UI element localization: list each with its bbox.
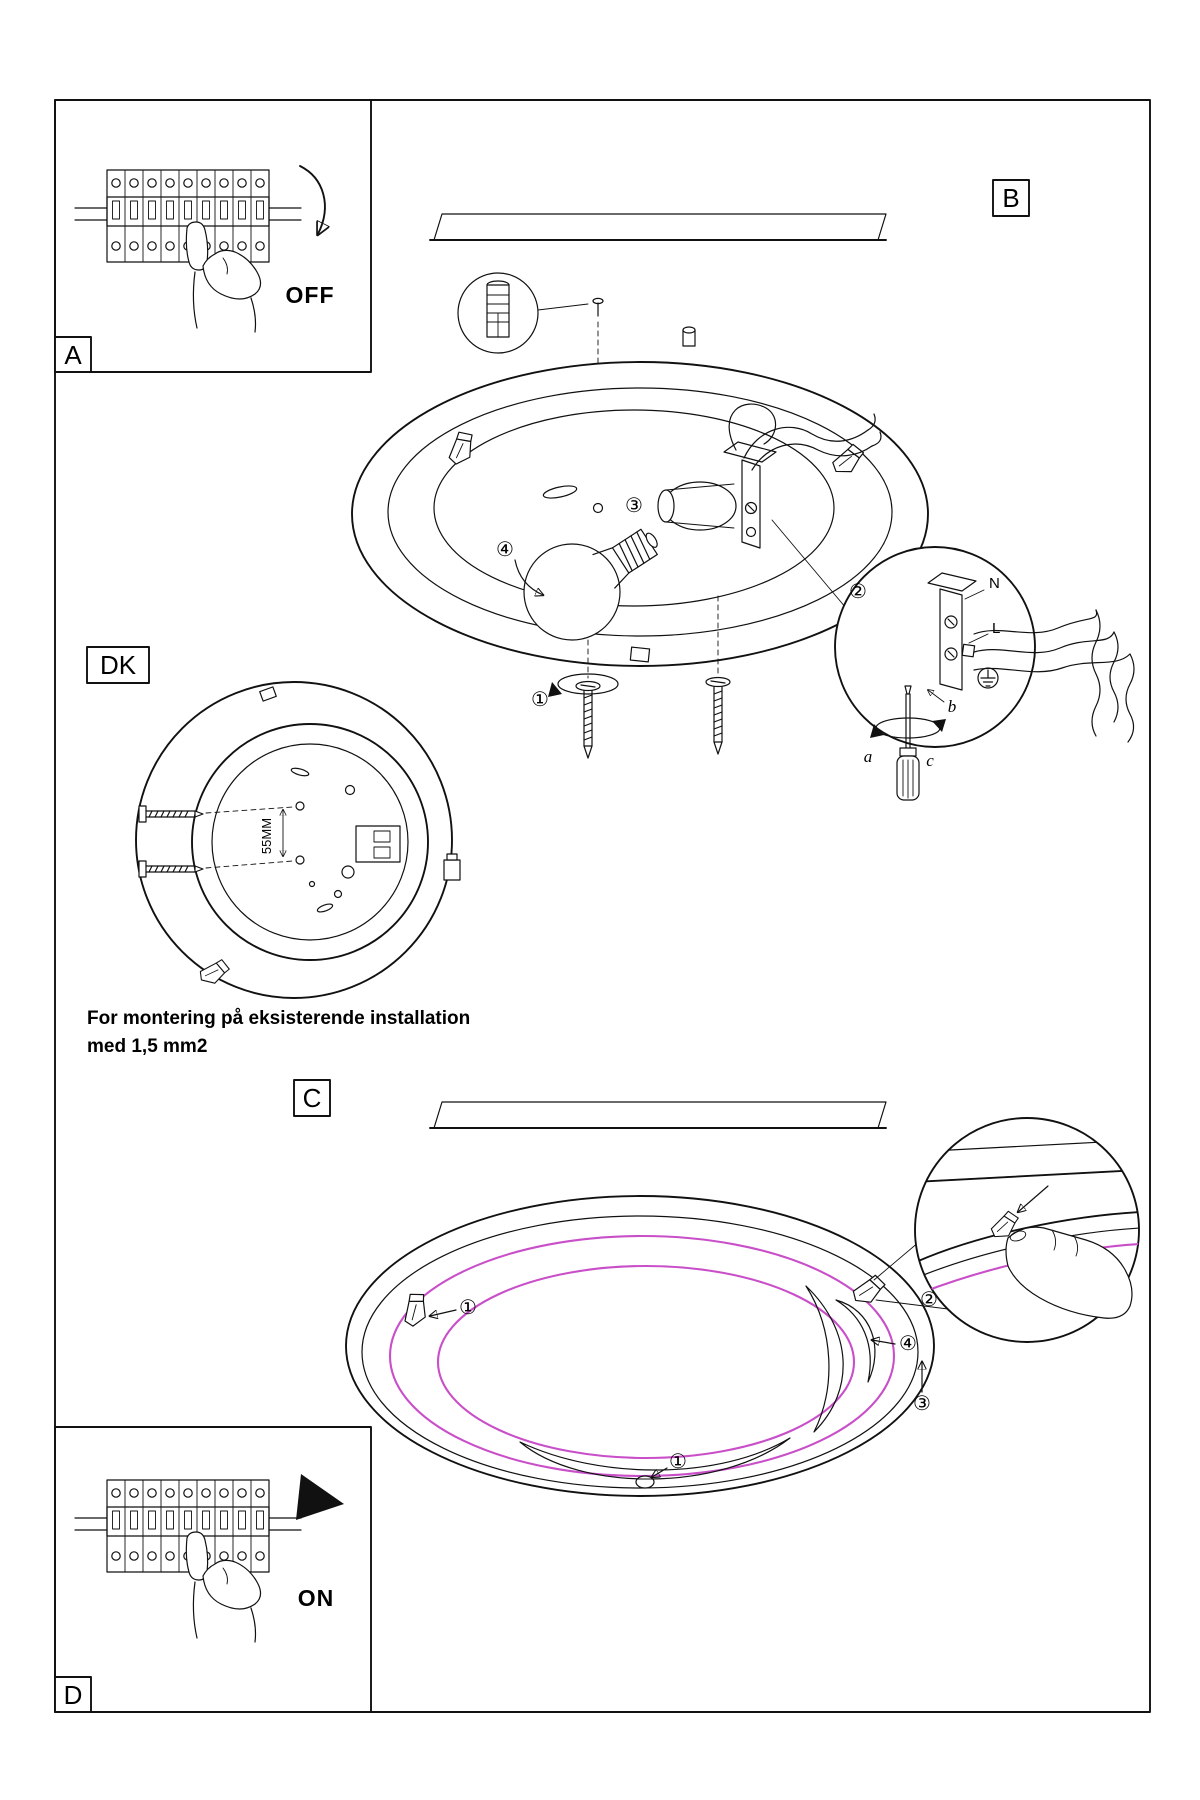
clip-arrow-bottom [652,1467,668,1477]
stud-screw [682,326,696,347]
lamp-holder [657,441,777,549]
fixing-screws [548,595,731,759]
plate-tab-bottom [629,646,651,663]
step-4-c: ④ [899,1333,917,1355]
step-2-c: ② [920,1289,938,1311]
panel-c-label: C [303,1083,322,1113]
rotate-off-arrow-icon [299,165,325,234]
ceiling-hatch-b [429,213,887,241]
lamp-assembly [345,1195,935,1497]
on-label: ON [298,1585,335,1611]
detail-leader [771,519,847,609]
panel-b-label: B [1002,183,1019,213]
screw-bulb-arrow-icon [514,559,543,595]
step-4-b: ④ [496,539,514,561]
press-clip-detail [914,1117,1140,1343]
step-1-b: ① [531,689,549,711]
earth-symbol-icon [977,667,999,689]
caption-line-2: med 1,5 mm2 [87,1036,207,1057]
hole-spacing-dim: 55MM [259,818,274,854]
dk-section: DK 55MM For montering på ek [86,646,470,1057]
pressing-hand-icon [1005,1226,1133,1319]
dk-terminal-block [341,825,401,879]
cables [728,403,882,471]
panel-c: C ① ② ④ ③ [293,1079,1140,1497]
mains-wires [973,609,1135,743]
dk-tab-top [259,686,277,702]
step-1-c: ① [459,1297,477,1319]
step-3-b: ③ [625,495,643,517]
dk-label: DK [100,650,137,680]
ceiling-hatch-c [429,1101,887,1129]
letter-b: b [948,697,957,716]
letter-a: a [864,747,873,766]
live-label: L [992,620,1000,637]
ceiling-plate [351,326,929,667]
neutral-label: N [989,575,1000,592]
step-2-b: ② [849,581,867,603]
panel-b: B [351,179,1135,801]
press-arrow-icon [1018,1185,1049,1212]
clip-arrow-left [430,1309,457,1316]
panel-a-label: A [64,340,82,370]
screwdriver [870,685,946,801]
dk-clip-right [443,853,461,881]
step-1-c-bottom: ① [669,1451,687,1473]
page-border [54,99,1151,1713]
detail-leader-2 [875,1299,949,1310]
clip-arrow-right [872,1340,896,1344]
terminal-detail: N L [834,546,1135,801]
rotate-on-arrow-icon [296,1474,344,1520]
panel-d-label: D [64,1680,83,1710]
light-bulb [523,528,658,641]
caption-line-1: For montering på eksisterende installati… [87,1008,470,1029]
panel-d: ON D [54,1426,372,1713]
step-3-c: ③ [913,1393,931,1415]
off-label: OFF [286,282,335,308]
panel-a: OFF A [54,99,372,373]
dome-clip-bottom [635,1475,655,1489]
letter-c: c [926,751,934,770]
wall-plug-detail [457,272,604,499]
